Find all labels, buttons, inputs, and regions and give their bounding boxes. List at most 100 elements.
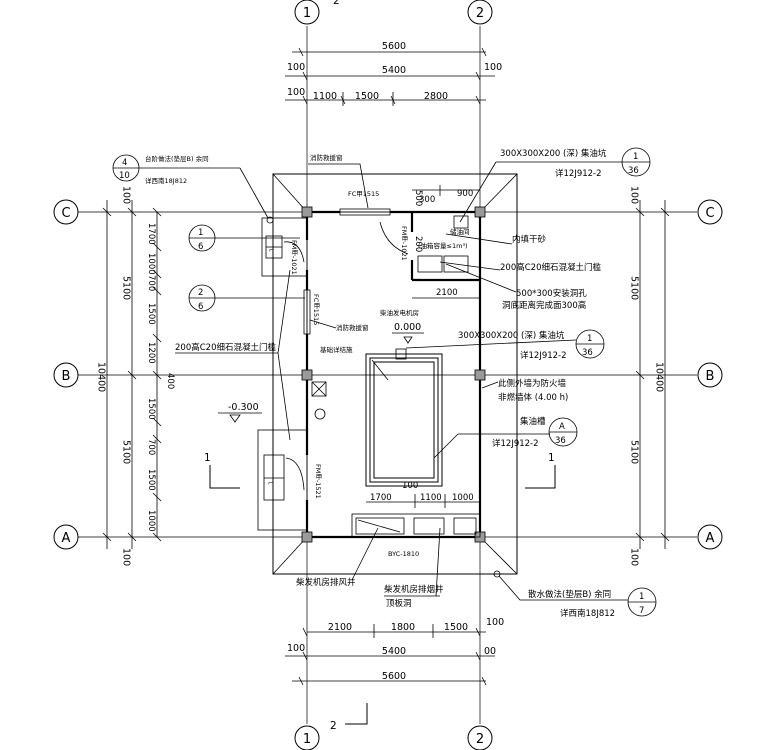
section-mark-1-right-label: 1	[548, 452, 555, 464]
apron-edge	[272, 173, 518, 575]
dim-left-100-top: 100	[121, 186, 132, 204]
stair-annotation: 4 10 台阶做法(垫层B) 余同 详西南18J812	[112, 154, 269, 219]
detail-2-top: 2	[198, 288, 203, 298]
apron-note-label: 散水做法(垫层B) 余同	[528, 589, 611, 600]
axis-bubble-c-left	[53, 199, 79, 225]
window-fc-top-label: FC甲1515	[348, 190, 379, 198]
byc-label: BYC-1810	[388, 550, 419, 558]
curb-left-label: 200高C20细石混凝土门槛	[175, 342, 276, 353]
dim-left-1000a: 1000	[146, 253, 156, 275]
axis-bubble-2-top	[467, 0, 493, 25]
columns	[301, 206, 486, 543]
axis-bubble-c-right	[697, 199, 723, 225]
bottom-dimensions: 2100 1800 1500 100 100 5400 00 5600	[285, 617, 504, 686]
sump-mid-label: 300X300X200 (深) 集油坑	[458, 330, 565, 341]
axis-bubble-b-left	[53, 362, 79, 388]
dim-left-700b: 700	[146, 439, 156, 455]
dim-left-1500c: 1500	[146, 469, 156, 491]
column-b2	[474, 369, 486, 381]
top-dimensions: 5600 5400 100 100 100 1100 1500 2800	[285, 41, 502, 106]
building-walls	[305, 210, 482, 539]
tank-small-label: 储油间	[450, 227, 470, 236]
axis-label-2-top: 2	[476, 6, 484, 21]
sump-mid-index-bottom: 36	[582, 348, 593, 358]
oil-trench-label: 集油槽	[520, 416, 546, 427]
dim-in-100: 100	[402, 481, 418, 491]
axis-bubble-b-right	[697, 362, 723, 388]
detail-1-bottom: 6	[198, 242, 203, 252]
sump-top-index-bottom: 36	[628, 166, 639, 176]
dim-in-1000: 1000	[452, 493, 474, 503]
dim-right-5100-bottom: 5100	[629, 440, 640, 464]
section-mark-1: 1 1	[204, 452, 556, 489]
dim-top-seg2: 1500	[355, 91, 379, 102]
oil-trench-index-top: A	[559, 422, 565, 432]
detail-1-top: 1	[198, 228, 203, 238]
section-mark-1-left-label: 1	[204, 452, 211, 464]
section-mark-2: 2 2	[330, 0, 368, 732]
axis-bubble-1-bottom	[294, 725, 320, 750]
apron-ref-label: 详西南18J812	[560, 608, 615, 619]
stair-index-top: 4	[122, 158, 127, 168]
dim-top-100-left: 100	[287, 62, 305, 73]
dim-in-1100: 1100	[420, 493, 442, 503]
sump-mid-ref-label: 详12J912-2	[520, 350, 567, 361]
sump-mid-index-top: 1	[587, 334, 592, 344]
dim-top-seg3: 2800	[424, 91, 448, 102]
dim-bottom-seg3: 1500	[444, 622, 468, 633]
lower-stair: ⌐ FM甲-1521	[257, 429, 322, 531]
sump-pit-mid	[395, 348, 407, 360]
wall-fixtures	[311, 381, 327, 420]
axis-label-a-left: A	[62, 531, 71, 546]
dim-right-5100-top: 5100	[629, 276, 640, 300]
dim-left-1500b: 1500	[146, 398, 156, 420]
generator-base: 柴油发电机房 0.000 基础详结施	[320, 308, 443, 487]
axis-label-1-bottom: 1	[303, 732, 311, 747]
hole-label: 500*300安装洞孔	[516, 288, 587, 299]
apron-outline	[272, 173, 518, 575]
dim-left-1000b: 1000	[146, 510, 156, 532]
dim-top-100-left2: 100	[287, 87, 305, 98]
section-mark-1-right	[525, 465, 556, 489]
section-mark-2-bottom-symbol	[345, 703, 368, 725]
hole-note-label: 洞底距离完成面300高	[502, 300, 586, 311]
dim-top-seg1: 1100	[313, 91, 337, 102]
dim-left-1500a: 1500	[146, 303, 156, 325]
axis-label-b-right: B	[706, 369, 715, 384]
dim-in-200: 200	[413, 236, 423, 252]
dim-bottom-seg1: 2100	[328, 622, 352, 633]
apron-annotation: 散水做法(垫层B) 余同 1 7 详西南18J812	[493, 570, 657, 619]
dim-in-2100: 2100	[436, 288, 458, 298]
axis-label-a-right: A	[706, 531, 715, 546]
sump-top-label: 300X300X200 (深) 集油坑	[500, 148, 607, 159]
column-c2	[474, 206, 486, 218]
rescue-window-top-label: 消防救援窗	[310, 153, 343, 162]
dim-right-100-bottom: 100	[629, 548, 640, 566]
dim-left-1200: 1200	[146, 342, 156, 364]
shaft-annotations: 柴发机房排风井 柴发机房排烟井 顶板洞	[296, 527, 444, 609]
fuel-room: FM甲-1021 储油间 (油箱容量≤1m³) 300 900 500 200 …	[379, 185, 480, 299]
fire-wall-label-2: 非燃墙体 (4.00 h)	[498, 392, 568, 403]
fire-wall-annotation: 此侧外墙为防火墙 非燃墙体 (4.00 h)	[481, 378, 568, 403]
dim-left-5100-bottom: 5100	[121, 440, 132, 464]
stair-ref-label: 详西南18J812	[145, 176, 187, 185]
side-window: FC甲1515 消防救援窗	[303, 289, 369, 335]
door-left-label: FM甲-1021	[290, 240, 298, 275]
section-mark-1-left	[209, 465, 240, 489]
column-a1	[301, 531, 313, 543]
stair-index-bottom: 10	[119, 171, 130, 181]
dim-in-500: 500	[413, 190, 423, 206]
column-c1	[301, 206, 313, 218]
sump-mid-annotation: 300X300X200 (深) 集油坑 1 36 详12J912-2	[405, 329, 605, 361]
axis-label-1-top: 1	[303, 6, 311, 21]
shaft-exhaust-label: 柴发机房排风井	[296, 577, 356, 588]
svg-text:⌐: ⌐	[268, 479, 273, 487]
axis-bubble-1-top	[294, 0, 320, 25]
door-bottom-label: FM甲-1521	[314, 464, 322, 499]
foundation-label: 基础详结施	[320, 345, 353, 354]
sump-top-annotation: 300X300X200 (深) 集油坑 1 36 详12J912-2	[459, 147, 651, 223]
axis-bubble-a-left	[53, 524, 79, 550]
oil-trench-annotation: 集油槽 A 36 详12J912-2	[433, 416, 578, 459]
axis-bubble-2-bottom	[467, 725, 493, 750]
